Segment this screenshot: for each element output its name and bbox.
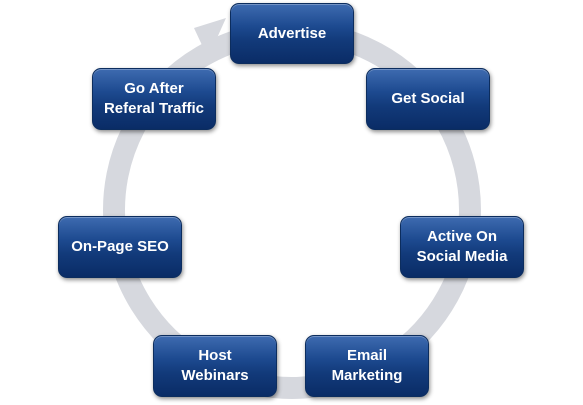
step-label: Advertise bbox=[258, 24, 326, 44]
step-label: Go After Referal Traffic bbox=[104, 79, 204, 119]
step-label-line: On-Page SEO bbox=[71, 238, 169, 255]
step-on-page-seo[interactable]: On-Page SEO bbox=[58, 216, 182, 278]
step-label: Email Marketing bbox=[332, 346, 403, 386]
step-label-line: Get Social bbox=[391, 90, 465, 107]
step-label-line: Advertise bbox=[257, 24, 327, 42]
step-advertise[interactable]: Advertise bbox=[230, 3, 354, 64]
step-label-line: Marketing bbox=[331, 367, 403, 384]
step-go-after-referal-traffic[interactable]: Go After Referal Traffic bbox=[92, 68, 216, 130]
step-label: Active On Social Media bbox=[417, 227, 508, 267]
step-label-line: Host bbox=[198, 347, 232, 364]
step-label-line: Go After bbox=[124, 80, 184, 97]
step-active-on-social-media[interactable]: Active On Social Media bbox=[400, 216, 524, 278]
step-get-social[interactable]: Get Social bbox=[366, 68, 490, 130]
step-label: On-Page SEO bbox=[71, 237, 169, 257]
step-label-line: Webinars bbox=[181, 367, 249, 384]
step-host-webinars[interactable]: Host Webinars bbox=[153, 335, 277, 397]
cycle-arrowhead-icon bbox=[194, 18, 226, 58]
step-label-line: Referal Traffic bbox=[103, 100, 205, 117]
step-label: Get Social bbox=[391, 89, 464, 109]
step-label-line: Social Media bbox=[416, 248, 508, 265]
step-label: Host Webinars bbox=[181, 346, 248, 386]
step-label-line: Active On bbox=[426, 228, 498, 245]
step-email-marketing[interactable]: Email Marketing bbox=[305, 335, 429, 397]
step-label-line: Email bbox=[346, 347, 387, 364]
